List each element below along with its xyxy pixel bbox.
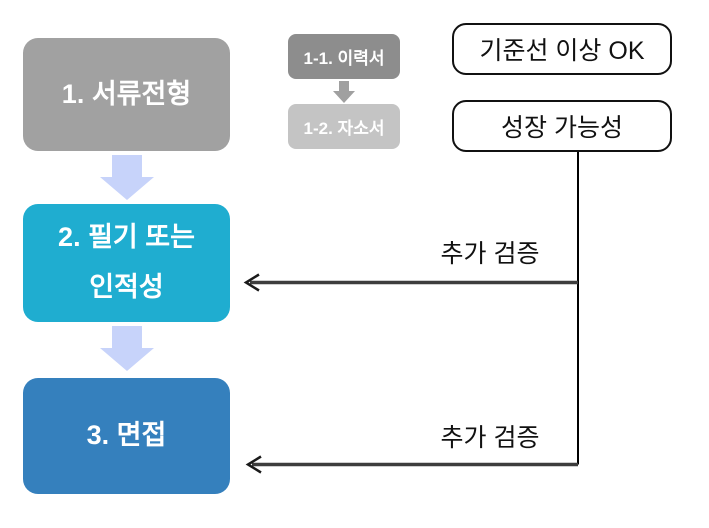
- down-block-arrow-icon: [100, 155, 154, 200]
- sub-box-cover-letter: 1-2. 자소서: [288, 104, 400, 149]
- annotation-label: 추가 검증: [440, 424, 540, 452]
- step-label: 3. 면접: [86, 420, 167, 451]
- step-label: 1. 서류전형: [61, 78, 192, 109]
- step-box-interview: 3. 면접: [23, 378, 230, 494]
- criteria-box-growth-potential: 성장 가능성: [452, 100, 672, 152]
- step-box-document-screening: 1. 서류전형: [23, 38, 230, 151]
- sub-box-resume: 1-1. 이력서: [288, 34, 400, 79]
- sub-step-label: 1-1. 이력서: [303, 49, 385, 68]
- criteria-label: 기준선 이상 OK: [479, 37, 645, 65]
- step-box-written-aptitude-test: 2. 필기 또는 인적성: [23, 204, 230, 322]
- down-block-arrow-icon: [100, 326, 154, 371]
- annotation-additional-verification-1: 추가 검증: [430, 234, 550, 270]
- annotation-additional-verification-2: 추가 검증: [430, 418, 550, 454]
- step-label: 2. 필기 또는 인적성: [58, 222, 195, 302]
- criteria-label: 성장 가능성: [501, 114, 623, 142]
- left-arrowhead-icon: [243, 273, 260, 292]
- annotation-label: 추가 검증: [440, 240, 540, 268]
- sub-step-label: 1-2. 자소서: [303, 119, 385, 138]
- left-arrowhead-icon: [245, 455, 262, 474]
- down-block-arrow-small-icon: [333, 81, 355, 103]
- criteria-box-above-baseline-ok: 기준선 이상 OK: [452, 23, 672, 75]
